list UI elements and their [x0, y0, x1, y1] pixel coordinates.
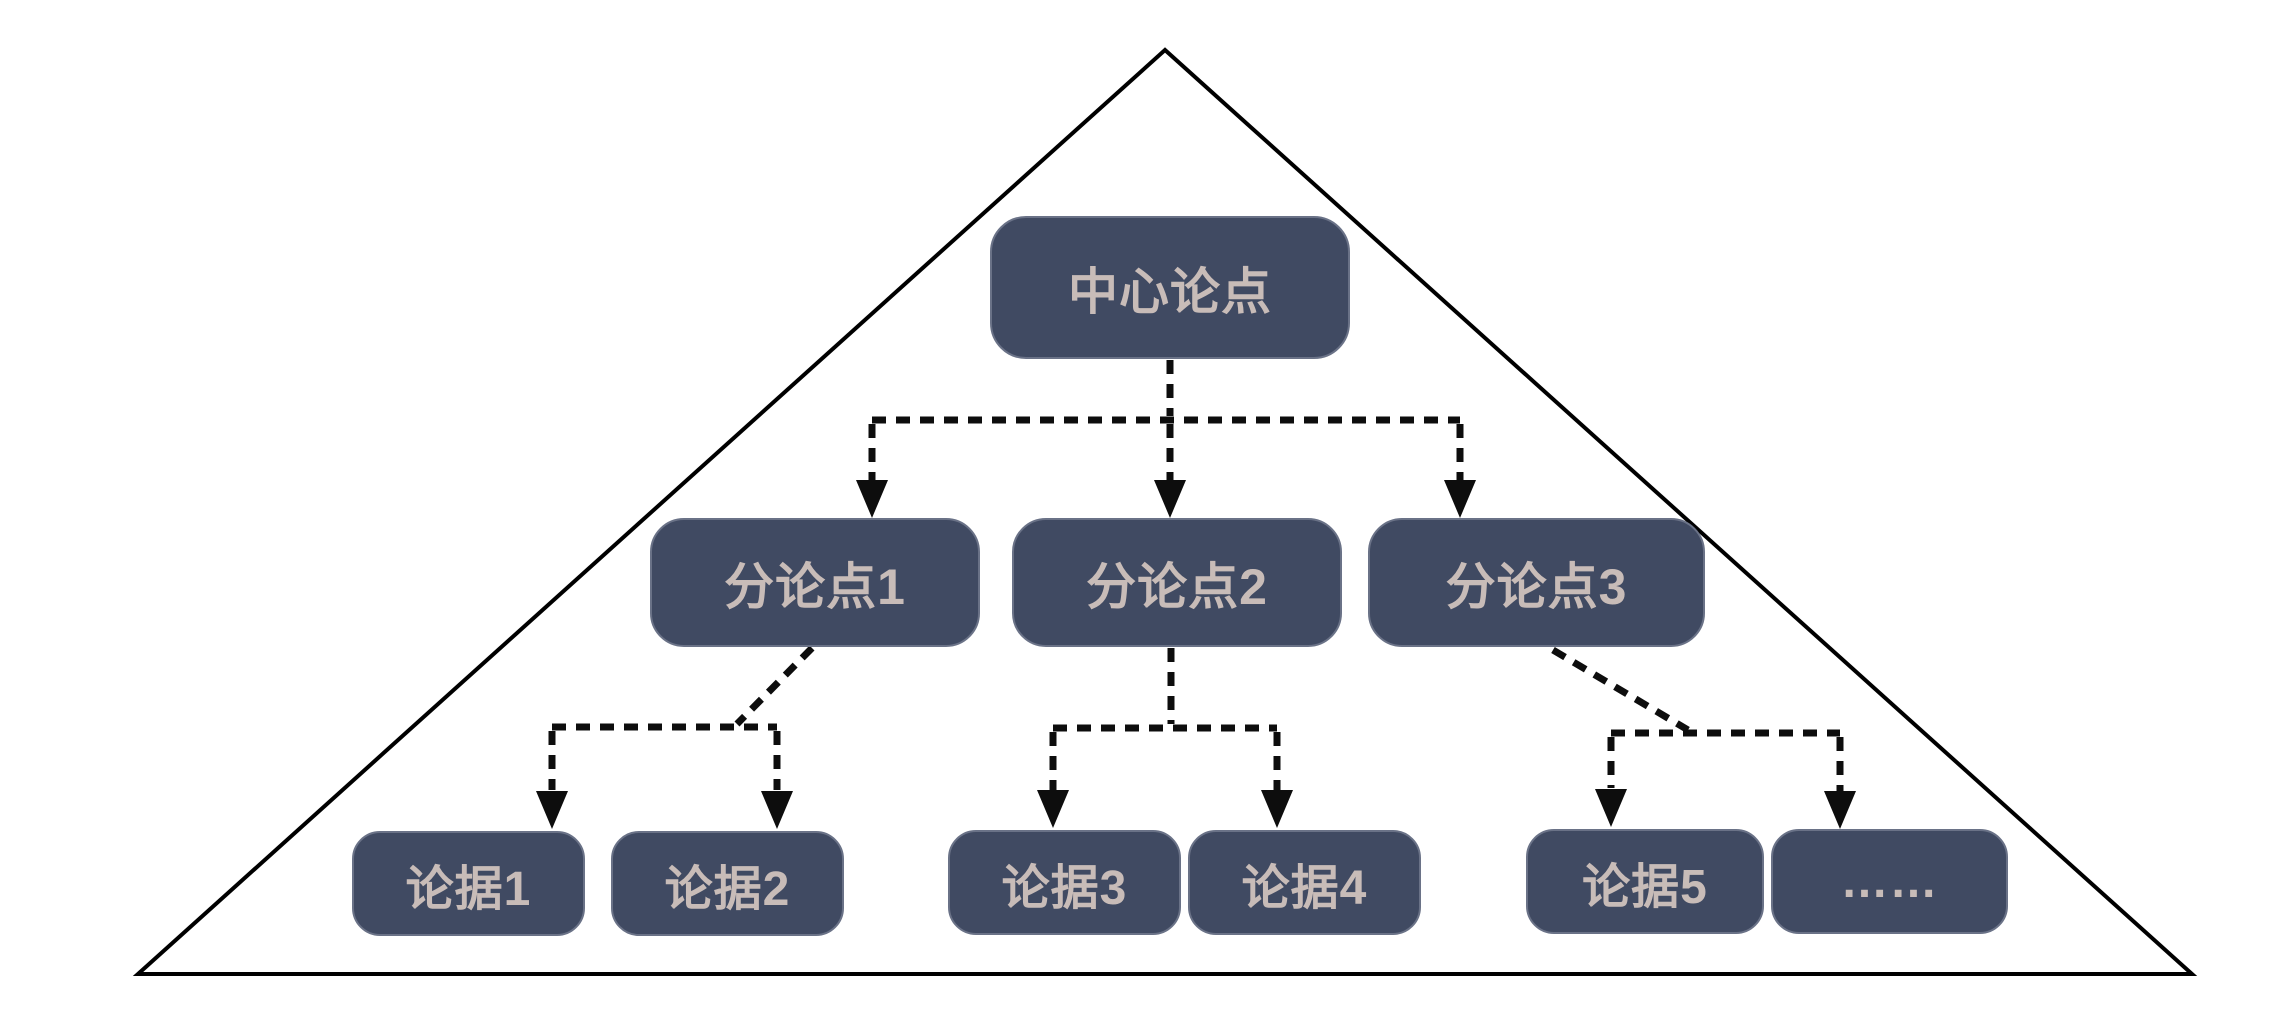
node-evidence-4: 论据4 [1188, 830, 1421, 935]
connector-sub1-diagonal [734, 645, 815, 727]
node-evidence-5: 论据5 [1526, 829, 1764, 934]
node-evidence-1: 论据1 [352, 831, 585, 936]
arrowhead-ev5 [1595, 789, 1627, 827]
connector-root-to-level2 [856, 360, 1476, 518]
arrowhead-ev3 [1037, 790, 1069, 828]
connector-sub2-to-evidence [1037, 648, 1293, 828]
arrowhead-sub2 [1154, 480, 1186, 518]
arrowhead-sub1 [856, 480, 888, 518]
arrowhead-sub3 [1444, 480, 1476, 518]
connector-sub3-to-evidence [1551, 646, 1856, 829]
pyramid-outline [132, 47, 2198, 976]
connector-sub3-diagonal [1551, 646, 1690, 734]
node-subpoint-1: 分论点1 [650, 518, 980, 647]
node-evidence-3: 论据3 [948, 830, 1181, 935]
arrowhead-ev1 [536, 791, 568, 829]
node-subpoint-3: 分论点3 [1368, 518, 1705, 647]
node-evidence-2: 论据2 [611, 831, 844, 936]
connector-sub1-to-evidence [536, 645, 815, 829]
node-evidence-more: …… [1771, 829, 2008, 934]
node-subpoint-2: 分论点2 [1012, 518, 1342, 647]
arrowhead-ev6 [1824, 791, 1856, 829]
arrowhead-ev2 [761, 791, 793, 829]
arrowhead-ev4 [1261, 790, 1293, 828]
node-central-thesis: 中心论点 [990, 216, 1350, 359]
